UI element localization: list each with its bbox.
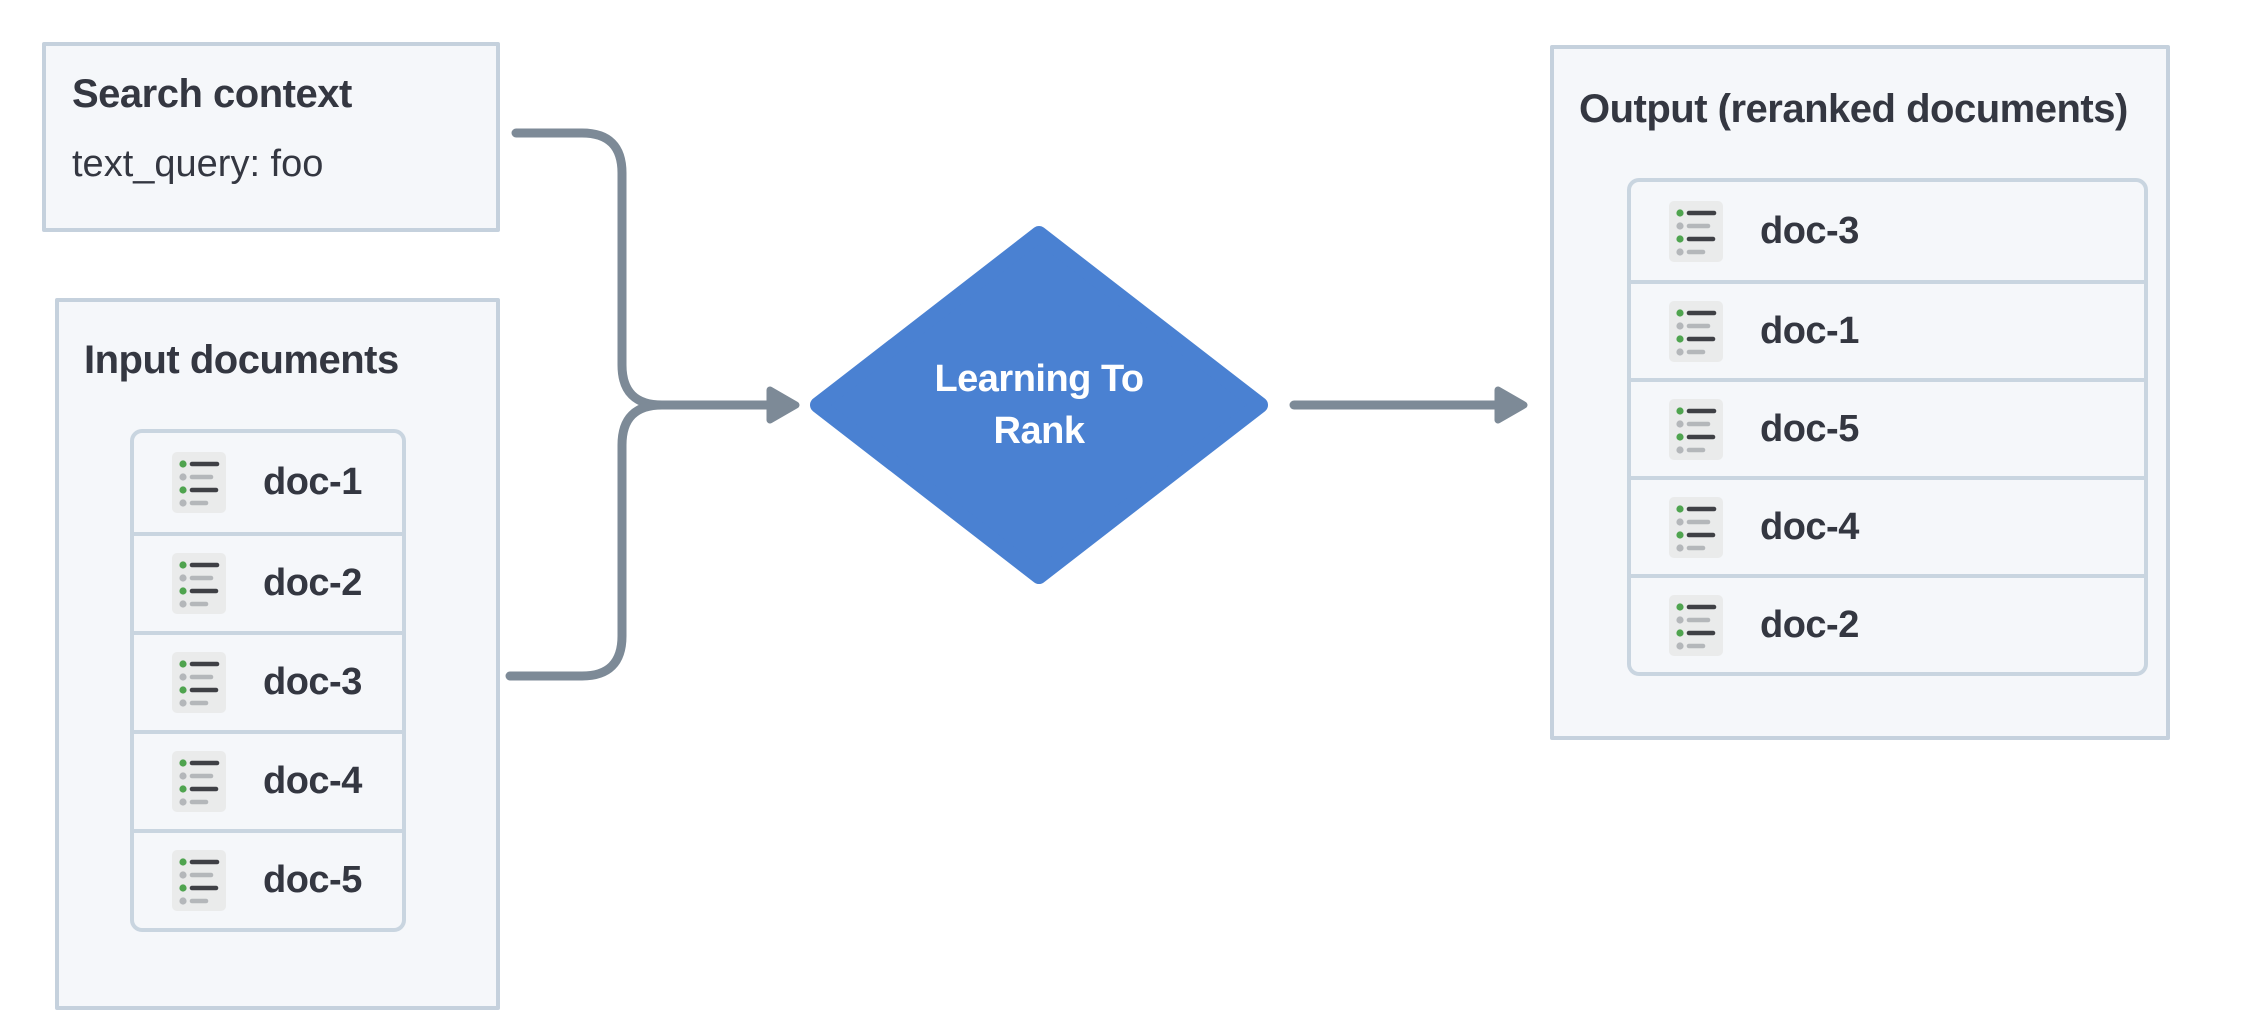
doc-list-icon bbox=[1669, 497, 1723, 558]
doc-label: doc-1 bbox=[263, 461, 362, 503]
doc-list-icon bbox=[1669, 301, 1723, 362]
doc-label: doc-2 bbox=[263, 562, 362, 604]
doc-list-icon bbox=[172, 751, 226, 812]
input-documents-title: Input documents bbox=[84, 338, 399, 382]
doc-label: doc-5 bbox=[1760, 407, 1859, 450]
output-doc-row-5: doc-2 bbox=[1631, 574, 2144, 672]
merged-arrowhead-icon bbox=[766, 386, 800, 424]
search-context-title: Search context bbox=[72, 72, 352, 116]
output-doc-row-4: doc-4 bbox=[1631, 476, 2144, 574]
input-doc-list: doc-1 doc-2 doc-3 doc-4 doc-5 bbox=[130, 429, 406, 932]
doc-list-icon bbox=[172, 652, 226, 713]
input-doc-row-1: doc-1 bbox=[134, 433, 402, 532]
text-query-value: text_query: foo bbox=[72, 143, 324, 185]
input-doc-row-2: doc-2 bbox=[134, 532, 402, 631]
input-doc-row-4: doc-4 bbox=[134, 730, 402, 829]
output-arrowhead-icon bbox=[1494, 386, 1528, 424]
doc-label: doc-5 bbox=[263, 859, 362, 901]
doc-label: doc-2 bbox=[1760, 603, 1859, 646]
input-documents-connector-path bbox=[505, 400, 667, 681]
output-documents-title: Output (reranked documents) bbox=[1579, 87, 2128, 131]
input-doc-row-5: doc-5 bbox=[134, 829, 402, 928]
output-doc-row-2: doc-1 bbox=[1631, 280, 2144, 378]
output-doc-row-3: doc-5 bbox=[1631, 378, 2144, 476]
doc-list-icon bbox=[172, 850, 226, 911]
doc-list-icon bbox=[172, 553, 226, 614]
doc-label: doc-3 bbox=[263, 661, 362, 703]
doc-list-icon bbox=[172, 452, 226, 513]
output-doc-row-1: doc-3 bbox=[1631, 182, 2144, 280]
search-context-connector-path bbox=[511, 128, 667, 410]
doc-label: doc-4 bbox=[263, 760, 362, 802]
ltr-diamond-shape bbox=[810, 226, 1268, 584]
doc-label: doc-3 bbox=[1760, 209, 1859, 252]
output-doc-list: doc-3 doc-1 doc-5 doc-4 doc-2 bbox=[1627, 178, 2148, 676]
search-context-box: Search context text_query: foo bbox=[42, 42, 500, 232]
doc-list-icon bbox=[1669, 595, 1723, 656]
doc-label: doc-1 bbox=[1760, 309, 1859, 352]
doc-label: doc-4 bbox=[1760, 505, 1859, 548]
doc-list-icon bbox=[1669, 399, 1723, 460]
doc-list-icon bbox=[1669, 201, 1723, 262]
input-doc-row-3: doc-3 bbox=[134, 631, 402, 730]
